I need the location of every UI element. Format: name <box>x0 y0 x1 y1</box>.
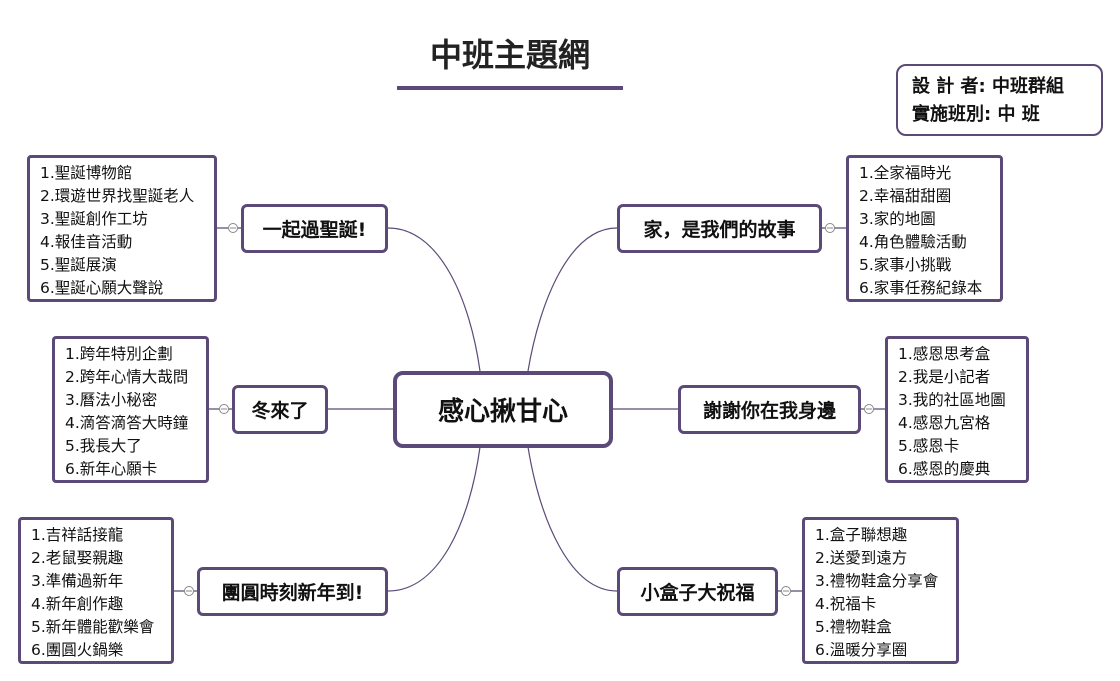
list-item[interactable]: 2.幸福甜甜圈 <box>859 187 952 205</box>
list-item[interactable]: 4.祝福卡 <box>815 595 877 613</box>
list-item[interactable]: 3.我的社區地圖 <box>898 391 1006 409</box>
list-item[interactable]: 4.報佳音活動 <box>40 233 133 251</box>
list-item[interactable]: 6.溫暖分享圈 <box>815 641 908 659</box>
list-item[interactable]: 4.感恩九宮格 <box>898 414 991 432</box>
list-item[interactable]: 6.家事任務紀錄本 <box>859 279 983 297</box>
list-item[interactable]: 3.家的地圖 <box>859 210 936 228</box>
list-item[interactable]: 6.感恩的慶典 <box>898 460 991 478</box>
list-item[interactable]: 1.感恩思考盒 <box>898 345 991 363</box>
branch-thanks[interactable]: 謝謝你在我身邊 <box>678 385 861 434</box>
list-item[interactable]: 1.全家福時光 <box>859 164 952 182</box>
list-item[interactable]: 5.聖誕展演 <box>40 256 117 274</box>
list-item[interactable]: 2.跨年心情大哉問 <box>65 368 189 386</box>
class-label: 實施班別: 中 班 <box>912 104 1040 125</box>
branch-winter[interactable]: 冬來了 <box>232 385 328 434</box>
leaf-list-christmas: 1.聖誕博物館 2.環遊世界找聖誕老人 3.聖誕創作工坊 4.報佳音活動 5.聖誕展演 6… <box>27 155 217 302</box>
leaf-list-winter: 1.跨年特別企劃 2.跨年心情大哉問 3.曆法小秘密 4.滴答滴答大時鐘 5.我長大了 6… <box>52 336 209 483</box>
list-item[interactable]: 3.聖誕創作工坊 <box>40 210 148 228</box>
list-item[interactable]: 1.盒子聯想趣 <box>815 526 908 544</box>
list-item[interactable]: 3.曆法小秘密 <box>65 391 158 409</box>
list-item[interactable]: 4.角色體驗活動 <box>859 233 967 251</box>
list-item[interactable]: 1.聖誕博物館 <box>40 164 133 182</box>
branch-new-year[interactable]: 團圓時刻新年到! <box>197 567 388 616</box>
list-item[interactable]: 5.家事小挑戰 <box>859 256 952 274</box>
list-item[interactable]: 4.新年創作趣 <box>31 595 124 613</box>
branch-family[interactable]: 家，是我們的故事 <box>617 204 822 253</box>
branch-christmas[interactable]: 一起過聖誕! <box>241 204 388 253</box>
leaf-list-new-year: 1.吉祥話接龍 2.老鼠娶親趣 3.準備過新年 4.新年創作趣 5.新年體能歡樂會 6.團… <box>18 517 174 664</box>
leaf-list-thanks: 1.感恩思考盒 2.我是小記者 3.我的社區地圖 4.感恩九宮格 5.感恩卡 6.感恩的慶… <box>885 336 1029 483</box>
leaf-list-family: 1.全家福時光 2.幸福甜甜圈 3.家的地圖 4.角色體驗活動 5.家事小挑戰 6.家事任… <box>846 155 1003 302</box>
branch-gift-box[interactable]: 小盒子大祝福 <box>617 567 778 616</box>
list-item[interactable]: 3.禮物鞋盒分享會 <box>815 572 939 590</box>
list-item[interactable]: 2.環遊世界找聖誕老人 <box>40 187 195 205</box>
title-underline <box>397 86 623 90</box>
list-item[interactable]: 5.禮物鞋盒 <box>815 618 892 636</box>
list-item[interactable]: 5.我長大了 <box>65 437 142 455</box>
list-item[interactable]: 4.滴答滴答大時鐘 <box>65 414 189 432</box>
list-item[interactable]: 6.團圓火鍋樂 <box>31 641 124 659</box>
list-item[interactable]: 5.新年體能歡樂會 <box>31 618 155 636</box>
list-item[interactable]: 2.送愛到遠方 <box>815 549 908 567</box>
list-item[interactable]: 6.新年心願卡 <box>65 460 158 478</box>
central-topic[interactable]: 感心揪甘心 <box>393 371 613 448</box>
designer-label: 設 計 者: 中班群組 <box>912 76 1064 97</box>
leaf-list-gift-box: 1.盒子聯想趣 2.送愛到遠方 3.禮物鞋盒分享會 4.祝福卡 5.禮物鞋盒 6.溫暖分享… <box>802 517 959 664</box>
list-item[interactable]: 6.聖誕心願大聲說 <box>40 279 164 297</box>
list-item[interactable]: 3.準備過新年 <box>31 572 124 590</box>
info-box: 設 計 者: 中班群組 實施班別: 中 班 <box>896 64 1103 136</box>
list-item[interactable]: 2.老鼠娶親趣 <box>31 549 124 567</box>
list-item[interactable]: 5.感恩卡 <box>898 437 960 455</box>
list-item[interactable]: 2.我是小記者 <box>898 368 991 386</box>
list-item[interactable]: 1.吉祥話接龍 <box>31 526 124 544</box>
list-item[interactable]: 1.跨年特別企劃 <box>65 345 173 363</box>
page-title: 中班主題網 <box>429 36 590 74</box>
